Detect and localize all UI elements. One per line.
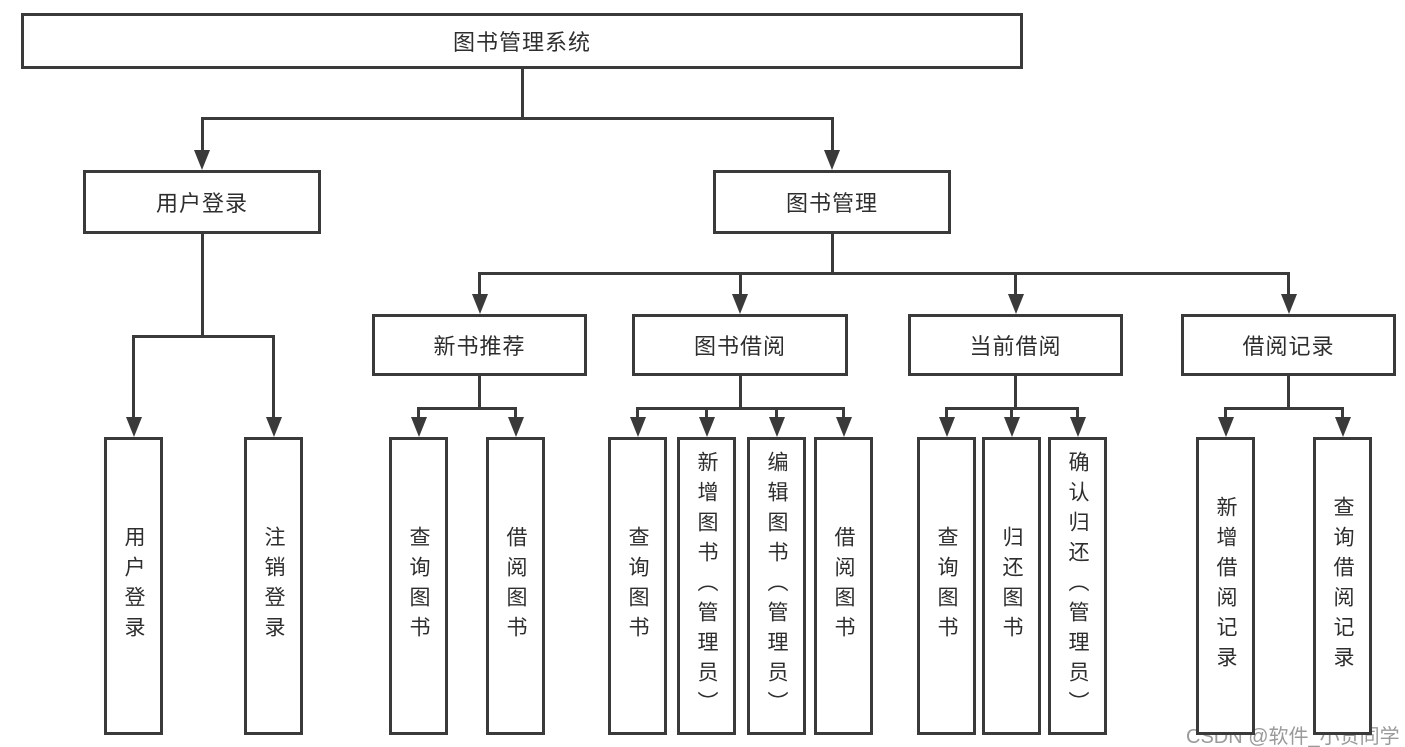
node-label-l11: 确认归还（管理员） — [1066, 451, 1089, 721]
node-label-l2: 注销登录 — [262, 526, 285, 646]
node-box-newbook: 新书推荐 — [372, 314, 587, 376]
node-box-l9: 查询图书 — [917, 437, 976, 735]
connector-line — [705, 408, 708, 417]
node-label-l12: 新增借阅记录 — [1214, 496, 1237, 676]
connector-line — [738, 376, 742, 408]
node-box-l7: 编辑图书（管理员） — [747, 437, 806, 735]
node-box-l11: 确认归还（管理员） — [1048, 437, 1107, 735]
connector-line — [514, 408, 517, 417]
connector-line — [272, 336, 275, 417]
node-label-records: 借阅记录 — [1242, 334, 1335, 359]
connector-line — [636, 408, 639, 417]
arrowhead-icon — [1280, 294, 1297, 314]
arrowhead-icon — [507, 417, 524, 437]
connector-line — [738, 273, 742, 294]
node-box-current: 当前借阅 — [908, 314, 1123, 376]
arrowhead-icon — [768, 417, 785, 437]
node-label-l5: 查询图书 — [626, 526, 649, 646]
node-box-l5: 查询图书 — [608, 437, 667, 735]
connector-line — [520, 69, 524, 118]
node-label-l8: 借阅图书 — [832, 526, 855, 646]
arrowhead-icon — [732, 294, 748, 314]
connector-line — [132, 334, 275, 338]
connector-line — [200, 116, 834, 120]
connector-line — [830, 118, 834, 150]
node-label-current: 当前借阅 — [969, 334, 1062, 359]
node-box-l1: 用户登录 — [104, 437, 163, 735]
node-box-login: 用户登录 — [83, 170, 321, 234]
node-box-l6: 新增图书（管理员） — [677, 437, 736, 735]
connector-line — [1014, 273, 1017, 294]
connector-line — [775, 408, 778, 417]
node-label-bookmgmt: 图书管理 — [785, 191, 878, 216]
node-label-l10: 归还图书 — [1000, 526, 1023, 646]
connector-line — [1224, 408, 1227, 417]
node-box-l12: 新增借阅记录 — [1196, 437, 1255, 735]
connector-line — [200, 118, 204, 150]
arrowhead-icon — [835, 417, 852, 437]
arrowhead-icon — [194, 150, 210, 170]
node-box-l10: 归还图书 — [982, 437, 1041, 735]
node-label-l3: 查询图书 — [407, 526, 430, 646]
node-box-l8: 借阅图书 — [814, 437, 873, 735]
connector-line — [636, 406, 845, 410]
node-label-l1: 用户登录 — [122, 526, 145, 646]
connector-line — [478, 273, 481, 294]
connector-line — [830, 234, 834, 273]
connector-line — [200, 234, 204, 336]
connector-line — [1224, 406, 1344, 410]
connector-line — [1014, 376, 1017, 408]
connector-line — [478, 376, 481, 408]
arrowhead-icon — [1007, 294, 1024, 314]
arrowhead-icon — [938, 417, 955, 437]
arrowhead-icon — [629, 417, 646, 437]
node-label-l9: 查询图书 — [935, 526, 958, 646]
node-box-root: 图书管理系统 — [21, 13, 1023, 69]
node-label-l13: 查询借阅记录 — [1331, 496, 1354, 676]
arrowhead-icon — [1003, 417, 1020, 437]
node-box-records: 借阅记录 — [1181, 314, 1396, 376]
node-label-root: 图书管理系统 — [452, 30, 591, 55]
arrowhead-icon — [824, 150, 840, 170]
connector-line — [1287, 376, 1290, 408]
arrowhead-icon — [265, 417, 282, 437]
node-box-l4: 借阅图书 — [486, 437, 545, 735]
node-label-borrow: 图书借阅 — [693, 334, 786, 359]
arrowhead-icon — [125, 417, 142, 437]
node-box-borrow: 图书借阅 — [632, 314, 848, 376]
connector-line — [132, 336, 135, 417]
node-box-l2: 注销登录 — [244, 437, 303, 735]
connector-line — [1287, 273, 1290, 294]
connector-line — [1076, 408, 1079, 417]
arrowhead-icon — [471, 294, 488, 314]
node-box-bookmgmt: 图书管理 — [713, 170, 951, 234]
arrowhead-icon — [410, 417, 427, 437]
connector-line — [842, 408, 845, 417]
connector-line — [1341, 408, 1344, 417]
node-label-l6: 新增图书（管理员） — [695, 451, 718, 721]
arrowhead-icon — [1334, 417, 1351, 437]
node-label-l4: 借阅图书 — [504, 526, 527, 646]
node-box-l3: 查询图书 — [389, 437, 448, 735]
node-label-l7: 编辑图书（管理员） — [765, 451, 788, 721]
connector-line — [417, 406, 517, 410]
connector-line — [1010, 408, 1013, 417]
connector-line — [945, 408, 948, 417]
node-label-newbook: 新书推荐 — [433, 334, 526, 359]
arrowhead-icon — [1069, 417, 1086, 437]
node-label-login: 用户登录 — [155, 191, 248, 216]
connector-line — [417, 408, 420, 417]
arrowhead-icon — [698, 417, 715, 437]
connector-line — [478, 271, 1290, 275]
node-box-l13: 查询借阅记录 — [1313, 437, 1372, 735]
arrowhead-icon — [1217, 417, 1234, 437]
